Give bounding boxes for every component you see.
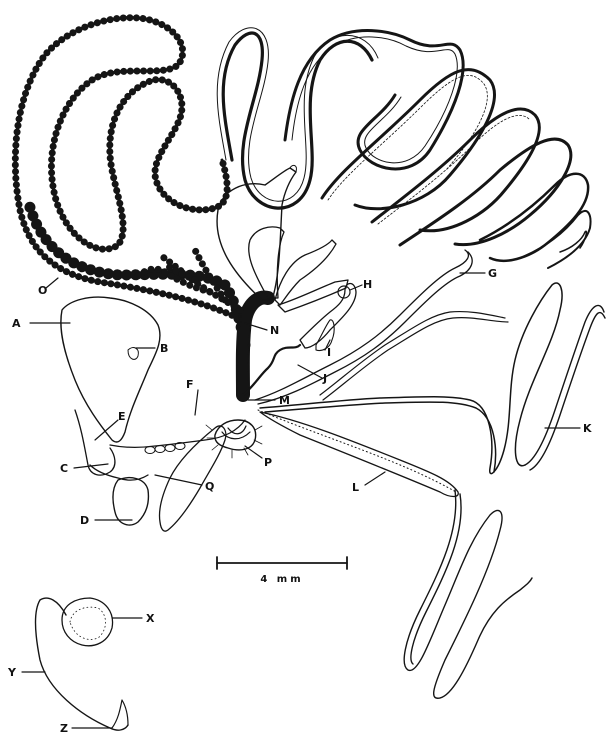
label-g: G [488, 267, 497, 280]
scale-bar: 4 mm [217, 557, 347, 585]
label-z: Z [60, 722, 68, 735]
label-a: A [12, 317, 21, 330]
tubes-g-k-l [243, 250, 605, 698]
label-f: F [186, 378, 194, 391]
scale-bar-label: 4 mm [260, 574, 303, 585]
labels: A B C D E F G H I J K L M N O P Q X Y Z [7, 267, 592, 735]
label-e: E [118, 410, 126, 423]
label-q: Q [205, 480, 214, 493]
label-i: I [327, 346, 331, 359]
label-m: M [279, 394, 290, 407]
organ-a-complex [61, 297, 262, 531]
label-x: X [146, 612, 155, 625]
label-c: C [60, 462, 68, 475]
label-k: K [583, 422, 592, 435]
label-h: H [363, 278, 372, 291]
label-j: J [322, 372, 327, 385]
label-y: Y [7, 666, 17, 679]
label-b: B [160, 342, 168, 355]
label-d: D [80, 514, 89, 527]
e-beads [145, 443, 185, 454]
label-l: L [352, 481, 359, 494]
label-o: O [38, 284, 47, 297]
label-n: N [270, 324, 279, 337]
label-p: P [264, 456, 272, 469]
